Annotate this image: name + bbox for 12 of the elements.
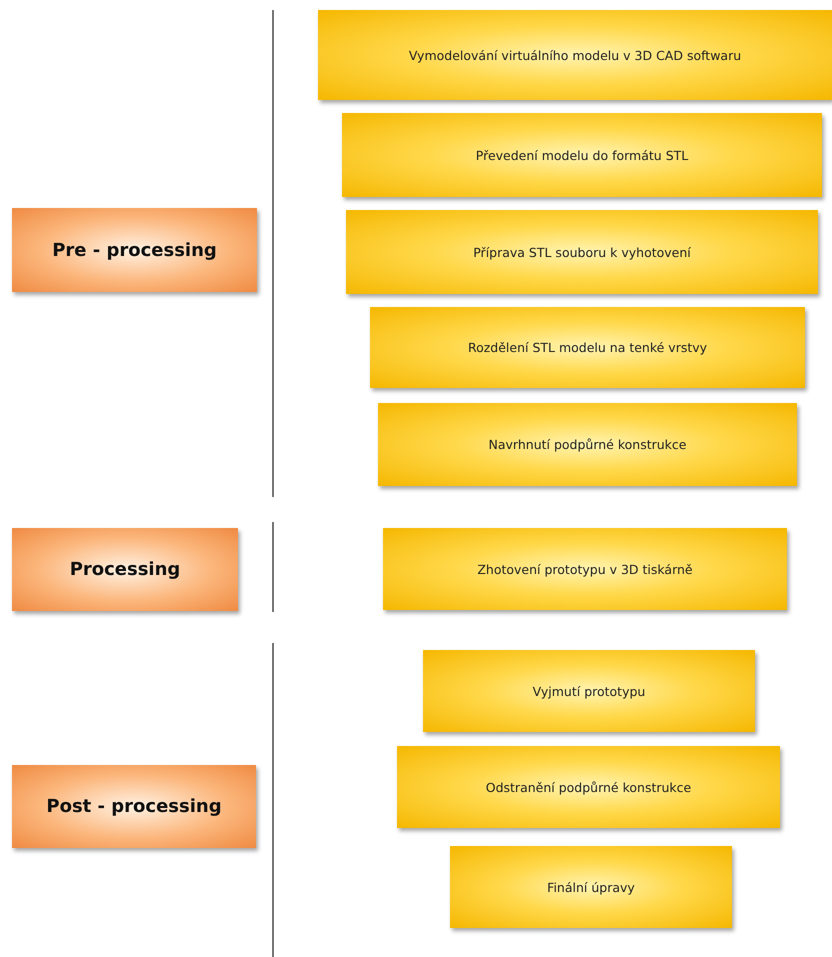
process-box: Finální úpravy [450, 846, 732, 928]
process-box: Navrhnutí podpůrné konstrukce [378, 403, 797, 486]
process-box: Vymodelování virtuálního modelu v 3D CAD softwaru [318, 10, 832, 100]
process-box: Odstranění podpůrné konstrukce [397, 746, 780, 828]
phase-box: Post - processing [12, 765, 256, 848]
phase-box: Pre - processing [12, 208, 257, 292]
process-box: Vyjmutí prototypu [423, 650, 755, 732]
phase-box: Processing [12, 528, 238, 611]
process-box: Zhotovení prototypu v 3D tiskárně [383, 528, 787, 610]
process-box: Rozdělení STL modelu na tenké vrstvy [370, 307, 805, 388]
process-box: Příprava STL souboru k vyhotovení [346, 210, 818, 294]
process-box: Převedení modelu do formátu STL [342, 113, 822, 197]
